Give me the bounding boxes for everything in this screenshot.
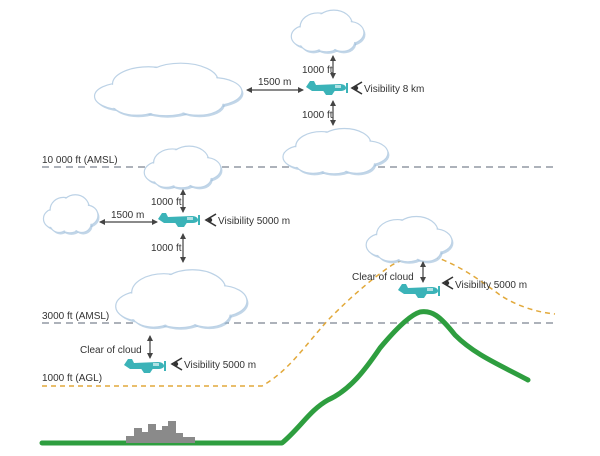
aircraft-icon — [158, 213, 200, 227]
cloud-icon — [115, 269, 249, 330]
aircraft-icon — [306, 81, 348, 95]
mountain-clearance-label: Clear of cloud — [352, 272, 414, 283]
top-visibility-label: Visibility 8 km — [364, 84, 424, 95]
top-below-label: 1000 ft — [302, 110, 333, 121]
altitude-label-agl: 1000 ft (AGL) — [42, 373, 102, 384]
top-above-label: 1000 ft — [302, 65, 333, 76]
middle-above-label: 1000 ft — [151, 197, 182, 208]
altitude-label-10000: 10 000 ft (AMSL) — [42, 155, 118, 166]
cloud-icon — [42, 194, 100, 235]
top-horizontal-label: 1500 m — [258, 77, 291, 88]
middle-horizontal-label: 1500 m — [111, 210, 144, 221]
agl-line — [42, 255, 556, 387]
altitude-label-3000: 3000 ft (AMSL) — [42, 311, 109, 322]
aircraft-icon — [398, 284, 440, 298]
city-icon — [126, 421, 195, 443]
middle-below-label: 1000 ft — [151, 243, 182, 254]
eye-icon — [170, 357, 183, 371]
cloud-icon — [290, 9, 366, 54]
eye-icon — [441, 276, 454, 290]
low-visibility-label: Visibility 5000 m — [184, 360, 256, 371]
cloud-icon — [282, 127, 390, 176]
middle-visibility-label: Visibility 5000 m — [218, 216, 290, 227]
low-clearance-label: Clear of cloud — [80, 345, 142, 356]
cloud-icon — [93, 62, 244, 118]
terrain-line — [39, 309, 531, 446]
aircraft-icon — [124, 359, 166, 373]
eye-icon — [350, 81, 363, 95]
cloud-icon — [143, 145, 223, 190]
mountain-visibility-label: Visibility 5000 m — [455, 280, 527, 291]
eye-icon — [204, 213, 217, 227]
cloud-icon — [365, 215, 454, 264]
